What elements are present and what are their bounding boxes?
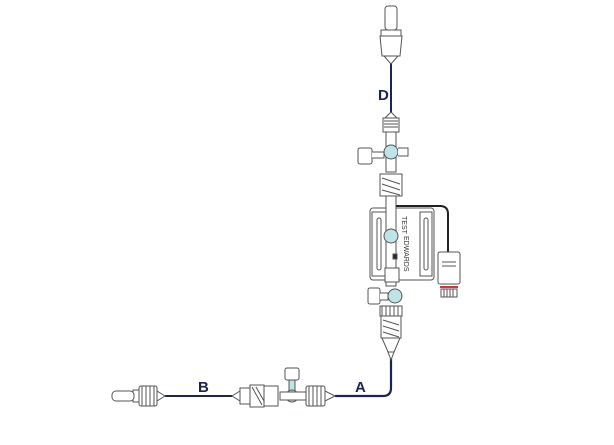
cable-connector xyxy=(437,251,461,298)
transducer xyxy=(369,195,435,287)
top-spike xyxy=(379,5,403,65)
tubing-a xyxy=(335,358,393,398)
tee-stopcock xyxy=(279,367,307,403)
label-a: A xyxy=(355,379,366,396)
bottom-coupler xyxy=(231,384,279,408)
left-spike xyxy=(111,385,166,407)
bottom-fitting-a xyxy=(305,385,337,407)
label-b: B xyxy=(198,379,209,396)
label-d: D xyxy=(378,87,389,104)
transducer-test-label: TEST xyxy=(400,216,407,235)
transducer-cable xyxy=(396,205,449,252)
upper-stopcock xyxy=(357,111,409,197)
lower-stopcock xyxy=(367,287,403,362)
transducer-brand-label: EDWARDS xyxy=(402,236,409,272)
